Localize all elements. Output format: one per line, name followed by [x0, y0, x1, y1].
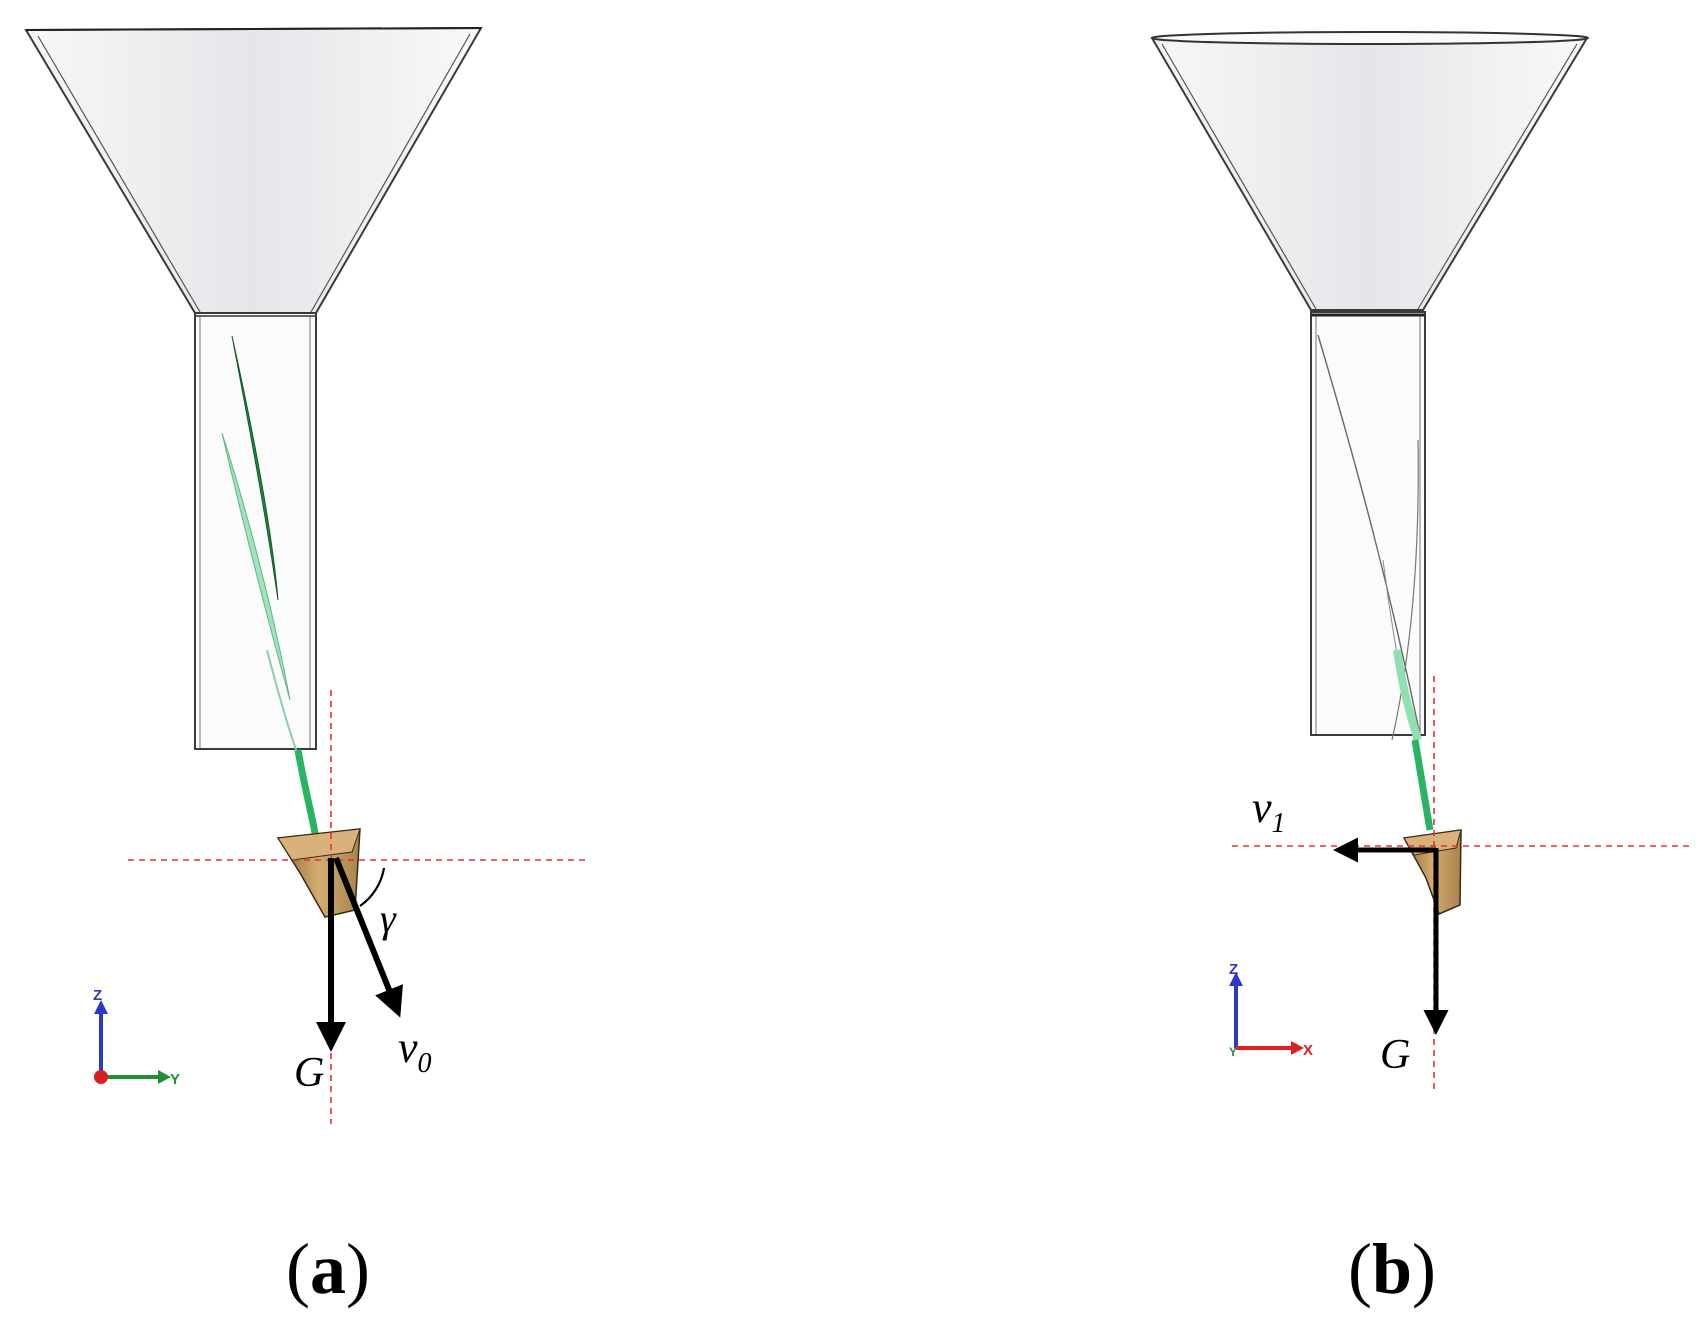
- velocity-arrow-a: [333, 856, 403, 1018]
- funnel-tube-a: [194, 312, 317, 750]
- leaf-light-a: [221, 432, 291, 701]
- axis-triad-a: Z Y: [93, 987, 180, 1088]
- velocity-subscript-b: 1: [1272, 808, 1286, 839]
- axis-y-label-a: Y: [170, 1071, 180, 1088]
- caption-a-close: ): [346, 1229, 370, 1309]
- velocity-symbol-b: v: [1252, 783, 1272, 832]
- angle-label-a: γ: [380, 896, 397, 941]
- stem-b: [1411, 739, 1434, 831]
- panel-b: G v1 Z X Y: [1150, 31, 1690, 1090]
- velocity-subscript-a: 0: [418, 1048, 432, 1079]
- velocity-symbol-a: v: [398, 1023, 418, 1072]
- axis-x-label-b: X: [1303, 1042, 1313, 1059]
- panel-a: G v0 γ Z Y: [24, 26, 588, 1124]
- leaf-dark-a: [231, 335, 279, 601]
- axis-z-label-a: Z: [93, 987, 102, 1004]
- caption-b-close: ): [1412, 1229, 1436, 1309]
- funnel-b: [1150, 31, 1589, 736]
- caption-a: (a): [228, 1228, 428, 1311]
- leaf-light-b: [1393, 649, 1422, 742]
- angle-arc-a: [359, 867, 386, 907]
- axis-triad-b: Z X Y: [1229, 961, 1313, 1059]
- caption-b-letter: b: [1371, 1229, 1413, 1309]
- velocity-label-b: v1: [1252, 783, 1286, 839]
- caption-b-open: (: [1347, 1229, 1372, 1309]
- axis-origin-label-b: Y: [1229, 1045, 1237, 1059]
- funnel-cone-b: [1150, 37, 1589, 311]
- funnel-cone-a: [24, 26, 483, 314]
- velocity-label-a: v0: [398, 1023, 432, 1079]
- caption-a-letter: a: [310, 1229, 346, 1309]
- seedling-a: [221, 335, 361, 918]
- axis-z-label-b: Z: [1229, 961, 1238, 978]
- axis-origin-a: [94, 1070, 108, 1084]
- leaf-outline-b: [1317, 334, 1421, 736]
- caption-a-open: (: [286, 1229, 310, 1309]
- funnel-a: [24, 26, 483, 750]
- gravity-label-a: G: [294, 1050, 324, 1096]
- gravity-label-b: G: [1380, 1032, 1410, 1078]
- stem-a: [294, 749, 320, 839]
- funnel-tube-b: [1310, 311, 1426, 736]
- caption-b: (b): [1292, 1228, 1492, 1311]
